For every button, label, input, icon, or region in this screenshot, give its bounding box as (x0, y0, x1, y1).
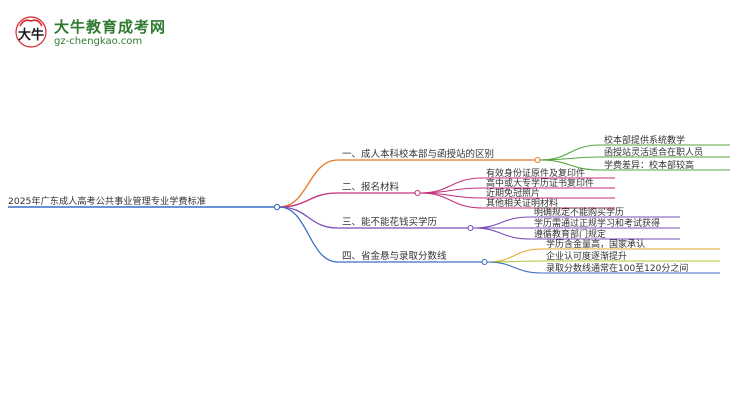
branch-dot-1 (534, 156, 541, 164)
leaf-label-3-1: 明确规定不能购买学历 (534, 206, 624, 218)
branch-label-4: 四、省金悬与录取分数线 (342, 250, 447, 262)
leaf-label-3-2: 学历需通过正规学习和考试获得 (534, 217, 660, 229)
leaf-link-4-1 (486, 248, 543, 263)
leaf-label-2-4: 其他相关证明材料 (486, 197, 558, 209)
leaf-link-1-3 (539, 159, 601, 171)
branch-link-3 (278, 206, 339, 229)
root-node-label: 2025年广东成人高考公共事业管理专业学费标准 (8, 195, 206, 207)
leaf-label-3-3: 遵循教育部门规定 (534, 228, 606, 240)
brand-title: 大牛教育成考网 (54, 18, 167, 36)
leaf-link-1-1 (539, 144, 601, 161)
leaf-link-4-3 (486, 261, 543, 274)
branch-label-2: 二、报名材料 (342, 181, 400, 193)
leaf-label-4-2: 企业认可度逐渐提升 (546, 250, 627, 262)
leaf-link-1-2 (539, 156, 601, 161)
leaf-label-2-1: 有效身份证原件及复印件 (486, 167, 585, 179)
leaf-label-1-3: 学费差异：校本部较高 (604, 159, 694, 171)
bull-logo-icon: 大牛 (15, 16, 47, 48)
leaf-label-1-2: 函授站灵活适合在职人员 (604, 146, 703, 158)
brand-url: gz-chengkao.com (54, 36, 143, 47)
branch-label-1: 一、成人本科校本部与函授站的区别 (342, 148, 494, 160)
brand-logo[interactable]: 大牛 大牛教育成考网 gz-chengkao.com (14, 14, 167, 54)
branch-link-4 (278, 206, 339, 263)
branch-link-1 (278, 159, 339, 208)
branch-label-3: 三、能不能花钱买学历 (342, 216, 437, 228)
leaf-link-3-1 (472, 216, 531, 229)
leaf-label-2-2: 高中或大专学历证书复印件 (486, 177, 594, 189)
leaf-link-2-2 (419, 187, 483, 194)
branch-dot-2 (414, 189, 421, 197)
branch-link-2 (278, 192, 339, 208)
leaf-label-4-1: 学历含金量高，国家承认 (546, 238, 645, 250)
leaf-label-4-3: 录取分数线通常在100至120分之间 (546, 262, 688, 274)
leaf-label-2-3: 近期免冠照片 (486, 187, 540, 199)
root-connector-dot (273, 203, 281, 211)
branch-dot-4 (481, 258, 488, 266)
leaf-label-1-1: 校本部提供系统教学 (604, 134, 685, 146)
branch-dot-3 (467, 224, 474, 232)
leaf-link-3-3 (472, 227, 531, 240)
logo-mark-text: 大牛 (18, 27, 44, 43)
leaf-link-2-4 (419, 192, 483, 209)
